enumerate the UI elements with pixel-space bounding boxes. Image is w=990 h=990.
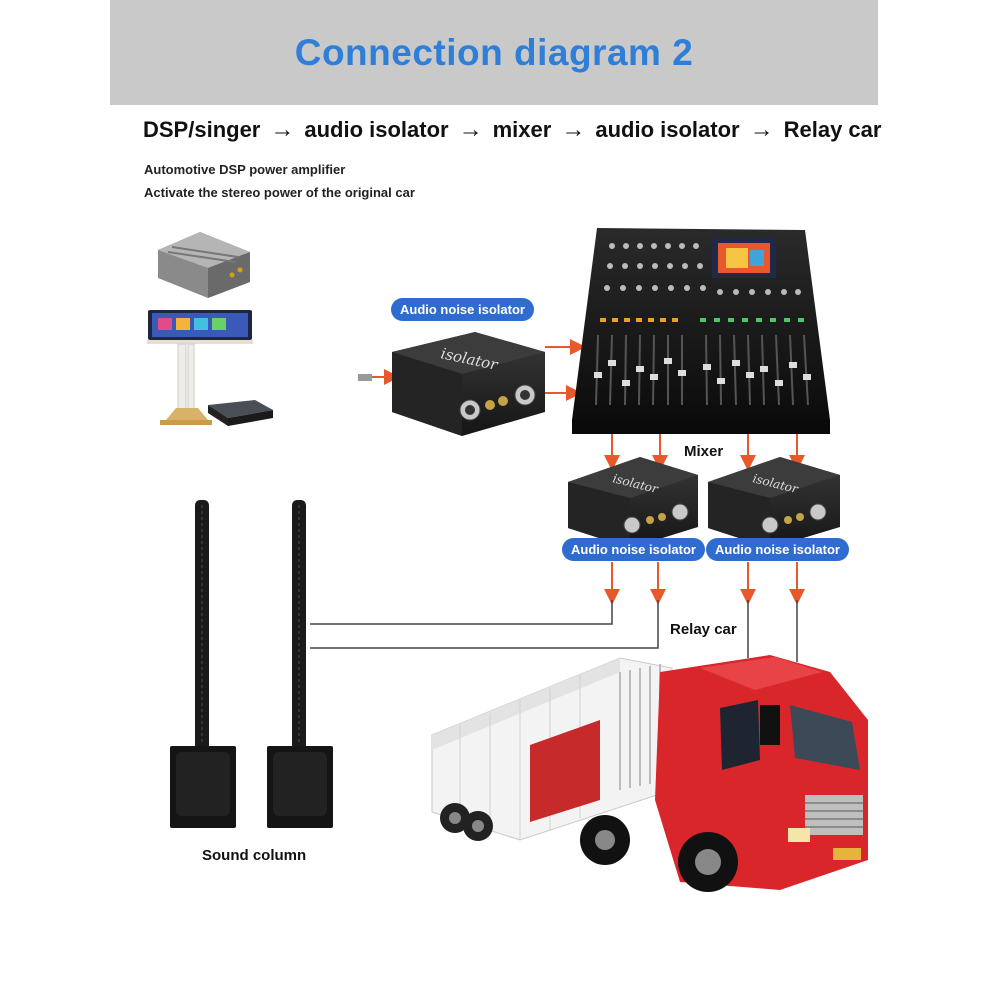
isolator-top-icon: isolator (392, 332, 545, 436)
isolator-left-icon: isolator (568, 457, 698, 548)
flow-arrow-icon: → (270, 116, 295, 143)
relay-car-label: Relay car (670, 621, 737, 638)
flow-arrow-icon: → (458, 116, 483, 143)
subtitle-line-1: Automotive DSP power amplifier (144, 162, 346, 177)
flow-step-relay-car: Relay car (783, 117, 882, 142)
sound-column-label: Sound column (202, 847, 307, 864)
dsp-amplifier-icon (158, 232, 250, 298)
isolator-right-label: Audio noise isolator (706, 538, 849, 561)
mixer-label: Mixer (684, 443, 724, 460)
isolator-top-label: Audio noise isolator (391, 298, 534, 321)
speaker-cables (310, 600, 798, 662)
page-title: Connection diagram 2 (294, 31, 694, 73)
flow-step-mixer: mixer (492, 117, 552, 142)
media-player-icon (208, 400, 273, 426)
subtitle-line-2: Activate the stereo power of the origina… (144, 185, 415, 200)
sound-column-right-icon (267, 500, 333, 828)
truck-icon (431, 655, 868, 892)
mixer-console-icon (572, 228, 830, 434)
isolator-right-icon: isolator (708, 457, 840, 548)
flow-arrow-icon: → (561, 116, 586, 143)
karaoke-screen-icon (147, 310, 253, 425)
flow-arrow-icon: → (749, 116, 774, 143)
title-banner: Connection diagram 2 (110, 0, 878, 105)
signal-flow: DSP/singer → audio isolator → mixer → au… (143, 112, 881, 148)
flow-step-isolator-1: audio isolator (304, 117, 449, 142)
sound-column-left-icon (170, 500, 236, 828)
isolator-left-label: Audio noise isolator (562, 538, 705, 561)
flow-step-isolator-2: audio isolator (595, 117, 740, 142)
input-plug-icon (358, 369, 400, 385)
flow-step-dsp: DSP/singer (143, 117, 261, 142)
